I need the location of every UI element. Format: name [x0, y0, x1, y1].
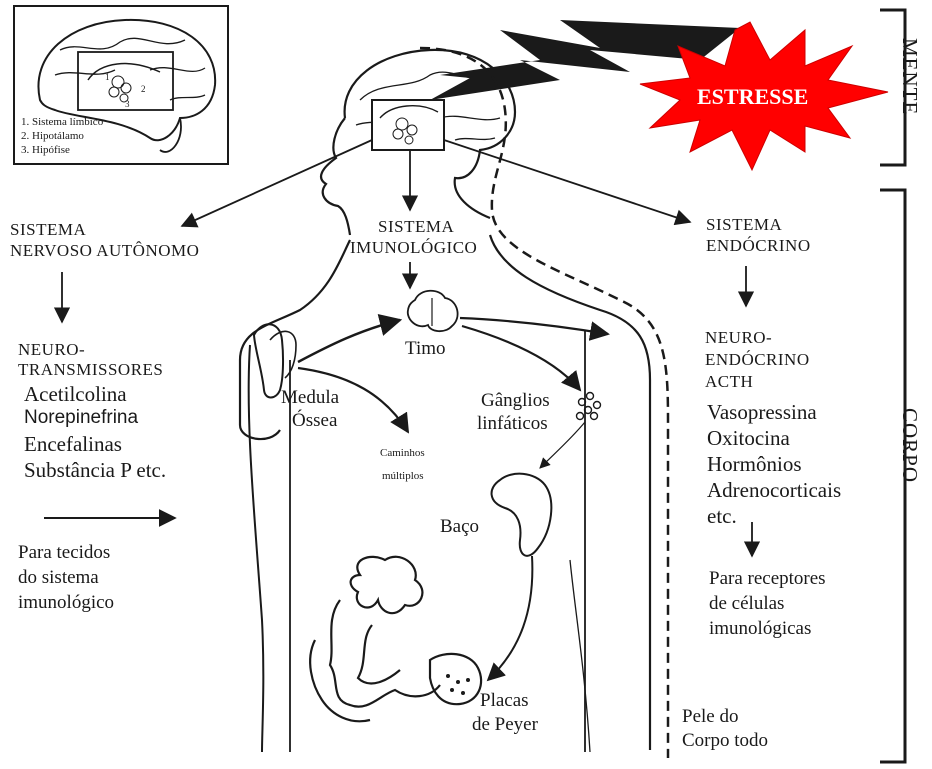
neurotransmitter-item: Encefalinas	[24, 432, 122, 456]
peyer-label-line1: Placas	[480, 690, 529, 712]
endocrine-destination-line3: imunológicas	[709, 618, 811, 640]
peyer-label-line2: de Peyer	[472, 714, 538, 736]
neurotransmitter-item: Substância P etc.	[24, 458, 166, 482]
body-label: CORPO	[897, 408, 922, 483]
autonomic-title-line1: SISTEMA	[10, 220, 86, 240]
neuroendocrine-title-line3: ACTH	[705, 372, 753, 392]
endocrine-destination-line2: de células	[709, 593, 784, 615]
stress-label: ESTRESSE	[697, 84, 808, 109]
inset-mark-3: 3	[125, 99, 130, 109]
endocrine-title-line2: ENDÓCRINO	[706, 236, 811, 256]
immune-title-line2: IMUNOLÓGICO	[350, 238, 477, 258]
marrow-label-line1: Medula	[281, 387, 339, 409]
endocrine-destination-line1: Para receptores	[709, 568, 826, 590]
thymus-label: Timo	[405, 338, 446, 360]
autonomic-destination-line1: Para tecidos	[18, 542, 110, 564]
lymph-nodes-label-line1: Gânglios	[481, 390, 550, 412]
inset-mark-1: 1	[105, 72, 110, 82]
arrow-marrow-to-thymus	[298, 320, 400, 362]
inset-legend-item: 3. Hipófise	[21, 144, 70, 157]
skin-label-line2: Corpo todo	[682, 730, 768, 752]
thymus-icon	[408, 291, 458, 331]
arrow-to-endocrine	[444, 140, 690, 222]
neurotransmitter-item: Norepinefrina	[24, 407, 138, 429]
autonomic-title-line2: NERVOSO AUTÔNOMO	[10, 241, 199, 261]
spleen-label: Baço	[440, 516, 479, 538]
lymph-nodes-label-line2: linfáticos	[477, 413, 548, 435]
peyer-patch-icon	[446, 674, 470, 695]
endocrine-title-line1: SISTEMA	[706, 215, 782, 235]
hormone-item: Oxitocina	[707, 426, 790, 450]
marrow-label-line2: Óssea	[292, 410, 337, 432]
neurotransmitter-item: Acetilcolina	[24, 382, 127, 406]
neurotransmitter-title-line1: NEURO-	[18, 340, 85, 360]
hormone-item: Adrenocorticais	[707, 478, 841, 502]
skin-label-line1: Pele do	[682, 706, 738, 728]
inset-mark-2: 2	[141, 84, 146, 94]
autonomic-destination-line2: do sistema	[18, 567, 99, 589]
multiple-paths-label-line1: Caminhos	[380, 447, 425, 460]
neuroendocrine-title-line1: NEURO-	[705, 328, 772, 348]
hormone-item: Hormônios	[707, 452, 802, 476]
lymph-node-icon	[577, 393, 601, 420]
arrow-spleen-to-peyer	[488, 556, 532, 680]
autonomic-destination-line3: imunológico	[18, 592, 114, 614]
hormone-item: etc.	[707, 504, 737, 528]
immune-title-line1: SISTEMA	[378, 217, 454, 237]
multiple-paths-label-line2: múltiplos	[382, 470, 424, 483]
hormone-item: Vasopressina	[707, 400, 817, 424]
intestine-icon	[310, 557, 481, 722]
neurotransmitter-title-line2: TRANSMISSORES	[18, 360, 163, 380]
neuroendocrine-title-line2: ENDÓCRINO	[705, 350, 810, 370]
arrow-thymus-to-nodes	[462, 326, 580, 390]
mind-label: MENTE	[897, 38, 922, 115]
spleen-icon	[492, 474, 552, 556]
inset-legend-item: 2. Hipotálamo	[21, 130, 84, 143]
inset-legend-item: 1. Sistema límbico	[21, 116, 103, 129]
